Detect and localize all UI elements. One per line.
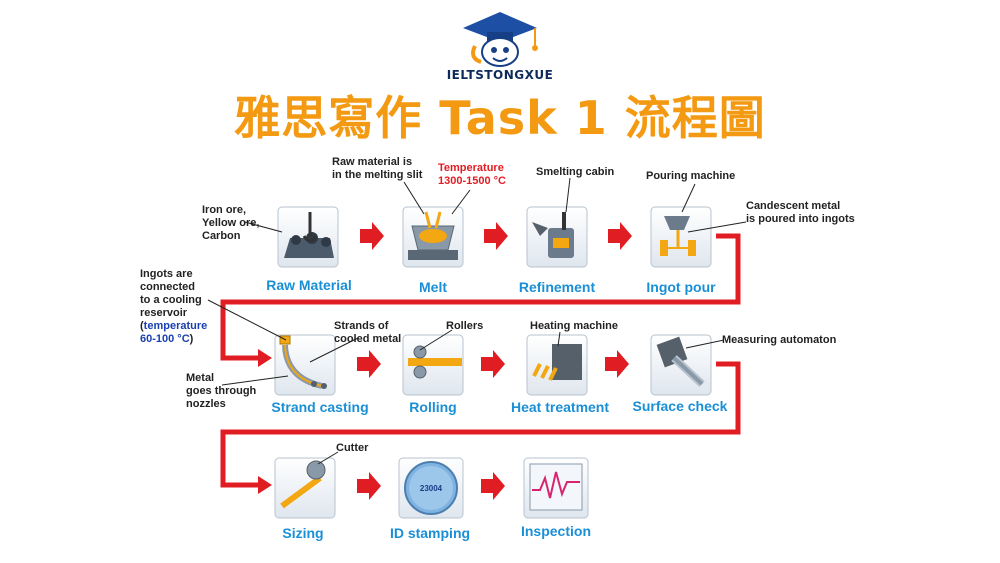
step-label-inspection: Inspection (521, 523, 591, 539)
melt-tile (402, 206, 464, 268)
note-ingots-connected: Ingots are connected to a cooling reserv… (140, 268, 208, 345)
step-label-rolling: Rolling (409, 399, 456, 415)
brand-name: IELTSTONGXUE (446, 68, 554, 82)
arrow-5 (481, 350, 505, 378)
note-cooling-temperature-value: 60-100 °C (140, 333, 190, 345)
note-melt-temperature: Temperature 1300-1500 °C (438, 162, 507, 187)
refinement-tile (526, 206, 588, 268)
sizing-tile (274, 457, 336, 519)
note-pouring-machine: Pouring machine (646, 170, 736, 182)
rolling-tile (402, 334, 464, 396)
note-strands: Strands of cooled metal (334, 320, 402, 345)
id-stamp-number: 23004 (420, 484, 443, 493)
raw-material-tile (277, 206, 339, 268)
arrow-2 (484, 222, 508, 250)
step-label-id-stamping: ID stamping (390, 525, 470, 541)
note-nozzles: Metal goes through nozzles (186, 372, 257, 410)
arrow-1 (360, 222, 384, 250)
graduation-cap-logo-icon (463, 12, 538, 67)
heat-treatment-tile (526, 334, 588, 396)
step-label-surface-check: Surface check (633, 398, 728, 414)
step-label-refinement: Refinement (519, 279, 596, 295)
page-title: 雅思寫作 Task 1 流程圖 (234, 91, 766, 145)
arrow-7 (357, 472, 381, 500)
note-cooling-temperature-label: temperature (143, 320, 208, 332)
strand-casting-tile (274, 334, 336, 396)
inspection-tile (523, 457, 589, 519)
arrow-4 (357, 350, 381, 378)
note-measuring-automaton: Measuring automaton (722, 334, 837, 346)
arrow-6 (605, 350, 629, 378)
note-candescent-metal: Candescent metal is poured into ingots (746, 200, 855, 225)
step-label-heat-treatment: Heat treatment (511, 399, 609, 415)
id-stamping-tile (398, 457, 464, 519)
arrow-8 (481, 472, 505, 500)
note-rollers: Rollers (446, 320, 484, 332)
ingot-pour-tile (650, 206, 712, 268)
surface-check-tile (650, 334, 712, 396)
arrow-3 (608, 222, 632, 250)
step-label-strand-casting: Strand casting (271, 399, 368, 415)
step-label-ingot-pour: Ingot pour (646, 279, 716, 295)
row1-to-row2-connector (220, 233, 741, 361)
step-label-raw-material: Raw Material (266, 277, 352, 293)
note-raw-material-inputs: Iron ore, Yellow ore, Carbon (202, 204, 260, 242)
note-heating-machine: Heating machine (530, 320, 619, 332)
note-melting-slit: Raw material is in the melting slit (332, 156, 423, 181)
row2-to-row3-connector (220, 361, 741, 488)
step-label-sizing: Sizing (282, 525, 323, 541)
step-label-melt: Melt (419, 279, 447, 295)
note-smelting-cabin: Smelting cabin (536, 166, 615, 178)
note-cutter: Cutter (336, 442, 369, 454)
